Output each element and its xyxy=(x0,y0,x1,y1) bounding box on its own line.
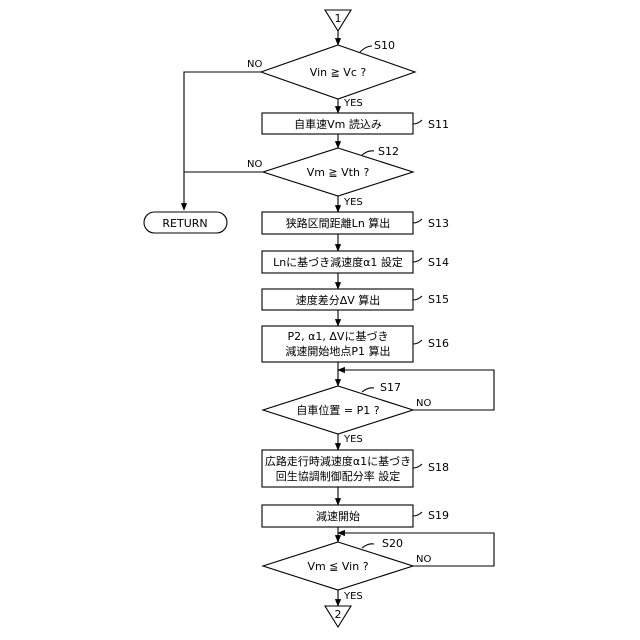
start-connector-label: 1 xyxy=(335,12,342,25)
step-id-s17: S17 xyxy=(380,381,401,394)
step-id-s16: S16 xyxy=(428,337,449,350)
yes-label-s12: YES xyxy=(343,197,363,208)
decision-s12-text: Vm ≧ Vth ? xyxy=(307,166,370,179)
no-label-s10: NO xyxy=(247,59,262,70)
process-s15-text: 速度差分ΔV 算出 xyxy=(296,293,381,307)
process-s11-text: 自車速Vm 読込み xyxy=(294,117,382,131)
process-s19: 減速開始 xyxy=(262,505,413,527)
yes-label-s20: YES xyxy=(343,591,363,602)
yes-label-s17: YES xyxy=(343,434,363,445)
leader-s12 xyxy=(362,151,374,155)
decision-s20-text: Vm ≦ Vin ? xyxy=(307,560,368,573)
yes-label-s10: YES xyxy=(343,98,363,109)
end-connector: 2 xyxy=(325,606,351,627)
step-id-s18: S18 xyxy=(428,461,449,474)
process-s11: 自車速Vm 読込み xyxy=(262,113,413,134)
process-s16-line1: P2, α1, ΔVに基づき xyxy=(288,330,389,343)
leader-s15 xyxy=(413,296,422,300)
no-label-s12: NO xyxy=(247,159,262,170)
leader-s17 xyxy=(362,388,374,392)
process-s16-line2: 減速開始地点P1 算出 xyxy=(285,344,390,358)
step-id-s14: S14 xyxy=(428,256,449,269)
no-label-s17: NO xyxy=(416,398,431,409)
step-id-s13: S13 xyxy=(428,217,449,230)
process-s14: Lnに基づき減速度α1 設定 xyxy=(262,251,413,273)
decision-s10: Vin ≧ Vc ? xyxy=(261,45,415,99)
leader-s11 xyxy=(413,120,422,124)
process-s13: 狭路区間距離Ln 算出 xyxy=(262,212,413,234)
process-s18-line2: 回生協調制御配分率 設定 xyxy=(276,469,401,483)
return-terminator: RETURN xyxy=(144,212,227,233)
step-id-s19: S19 xyxy=(428,509,449,522)
process-s13-text: 狭路区間距離Ln 算出 xyxy=(286,216,391,230)
step-id-s12: S12 xyxy=(378,145,399,158)
step-id-s10: S10 xyxy=(374,39,395,52)
process-s18: 広路走行時減速度α1に基づき 回生協調制御配分率 設定 xyxy=(262,450,413,487)
step-id-s11: S11 xyxy=(428,118,449,131)
process-s14-text: Lnに基づき減速度α1 設定 xyxy=(273,255,403,269)
step-id-s15: S15 xyxy=(428,293,449,306)
process-s19-text: 減速開始 xyxy=(316,509,360,523)
process-s15: 速度差分ΔV 算出 xyxy=(262,289,413,310)
leader-s14 xyxy=(413,258,422,262)
leader-s18 xyxy=(413,464,422,468)
decision-s17-text: 自車位置 = P1 ? xyxy=(296,403,379,417)
leader-s19 xyxy=(413,512,422,516)
leader-s16 xyxy=(413,340,422,344)
process-s16: P2, α1, ΔVに基づき 減速開始地点P1 算出 xyxy=(262,326,413,362)
no-branch-s10 xyxy=(184,72,261,210)
decision-s10-text: Vin ≧ Vc ? xyxy=(310,66,367,79)
start-connector: 1 xyxy=(325,10,351,31)
no-label-s20: NO xyxy=(416,554,431,565)
process-s18-line1: 広路走行時減速度α1に基づき xyxy=(265,454,411,468)
step-id-s20: S20 xyxy=(382,537,403,550)
end-connector-label: 2 xyxy=(335,608,342,621)
leader-s13 xyxy=(413,219,422,223)
leader-s10 xyxy=(360,46,372,52)
leader-s20 xyxy=(362,544,374,548)
return-label: RETURN xyxy=(162,217,207,230)
